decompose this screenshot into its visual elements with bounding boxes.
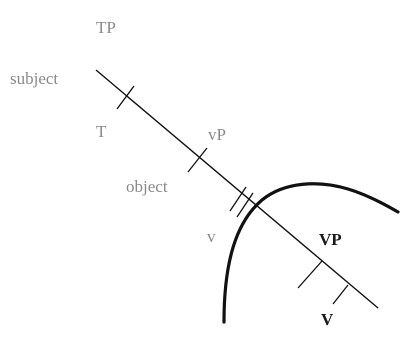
branch-vp: [297, 260, 323, 289]
branch-v-1: [229, 186, 247, 212]
label-little-v: v: [207, 227, 216, 246]
branch-v-2: [236, 192, 254, 218]
spine-line: [95, 69, 379, 309]
label-t: T: [96, 122, 107, 141]
label-tp: TP: [96, 18, 116, 37]
label-subject: subject: [10, 69, 59, 88]
domain-boundary-curve: [222, 182, 400, 324]
label-big-v: V: [321, 310, 334, 329]
branch-big-v: [332, 284, 349, 305]
label-little-vp: vP: [208, 125, 226, 144]
label-big-vp: VP: [319, 230, 342, 249]
branch-object: [187, 147, 208, 173]
branch-t: [116, 85, 135, 110]
label-object: object: [126, 177, 168, 196]
